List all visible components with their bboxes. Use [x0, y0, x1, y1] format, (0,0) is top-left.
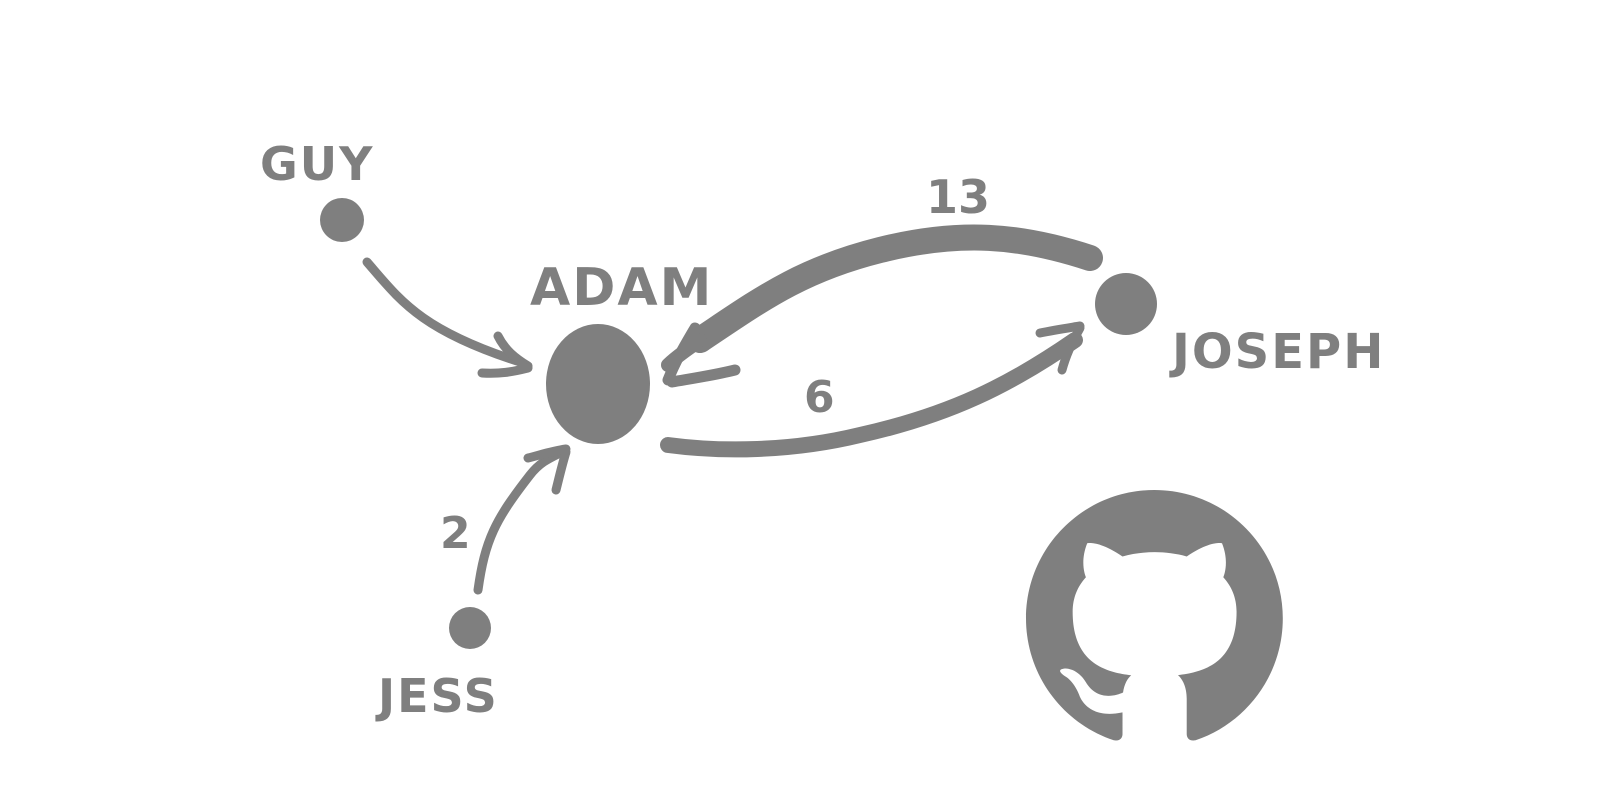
edge-joseph-adam [661, 224, 1103, 388]
node-adam [546, 324, 650, 444]
node-label-guy: GUY [260, 137, 374, 191]
node-label-jess: JESS [375, 669, 499, 723]
node-jess [449, 607, 491, 649]
edge-weight-6: 6 [804, 372, 835, 423]
edge-jess-adam [473, 444, 571, 595]
node-guy [320, 198, 364, 242]
edge-adam-joseph [660, 321, 1085, 458]
node-joseph [1095, 273, 1157, 335]
edge-guy-adam [362, 257, 533, 378]
node-label-adam: ADAM [530, 258, 713, 318]
edge-weight-2: 2 [440, 508, 471, 559]
github-octocat-icon [1026, 490, 1283, 741]
node-label-joseph: JOSEPH [1169, 324, 1385, 380]
edge-weight-13: 13 [926, 170, 990, 224]
